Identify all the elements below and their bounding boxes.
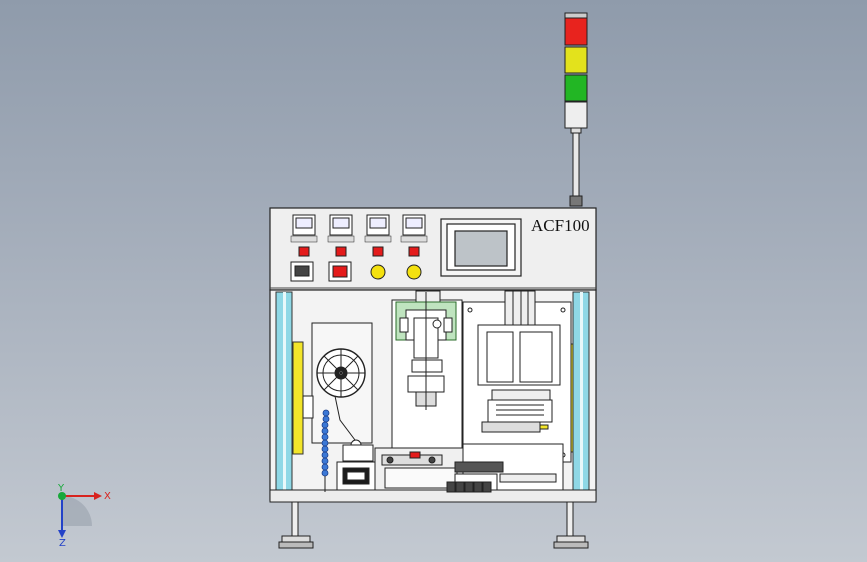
right-press-head	[462, 290, 572, 463]
axis-triad: X Y Z	[57, 483, 111, 549]
emergency-switch	[328, 261, 352, 282]
center-press-head	[391, 290, 463, 451]
temp-controller-2	[327, 214, 355, 257]
power-switch	[290, 261, 314, 282]
start-button-right	[406, 264, 422, 280]
tower-light-red	[564, 17, 588, 46]
temp-controller-4	[400, 214, 428, 257]
start-button-left	[370, 264, 386, 280]
temp-controller-1	[290, 214, 318, 257]
acf-reel-assembly	[302, 322, 376, 492]
base-plate	[269, 489, 597, 503]
right-foot	[553, 501, 589, 549]
axis-z-label: Z	[59, 538, 66, 549]
temp-controller-3	[364, 214, 392, 257]
heater-indicator	[539, 424, 549, 430]
status-tower-light	[564, 12, 588, 207]
cable-chain	[446, 481, 492, 493]
control-panel: ACF100	[269, 207, 597, 291]
left-foot	[278, 501, 314, 549]
tower-light-yellow	[564, 46, 588, 74]
model-label: ACF100	[531, 216, 590, 235]
tower-pole	[572, 132, 580, 199]
axis-y-label: Y	[57, 483, 65, 494]
coolant-hose	[321, 409, 330, 477]
hmi-touch-screen	[440, 218, 522, 277]
left-yellow-panel	[292, 341, 304, 455]
axis-x-label: X	[104, 491, 111, 502]
tower-light-green	[564, 74, 588, 102]
right-lower-bed	[446, 443, 564, 493]
